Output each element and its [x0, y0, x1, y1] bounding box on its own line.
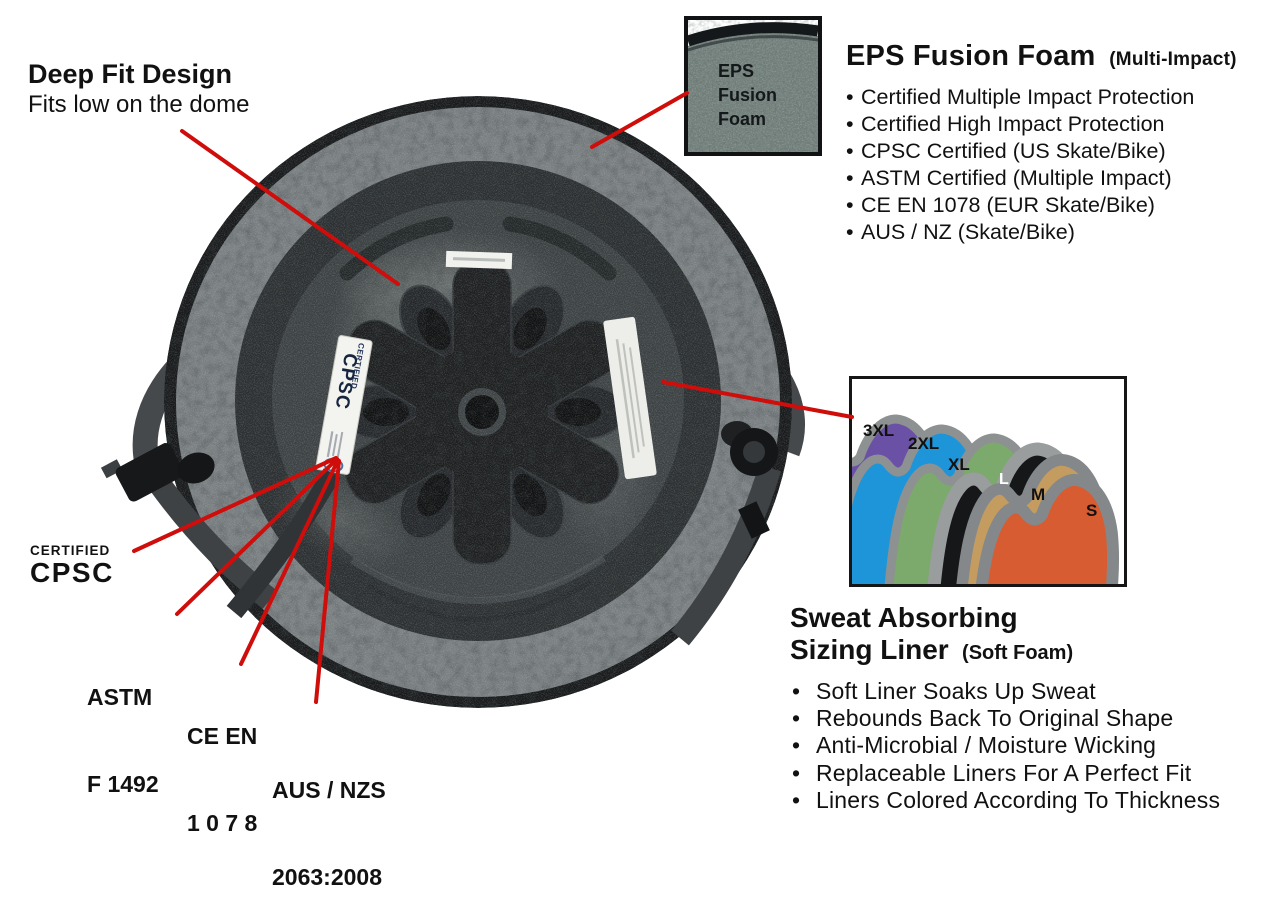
- sizing-liner-photo: 3XL 2XL XL L M S: [849, 376, 1127, 587]
- deep-fit-subtitle: Fits low on the dome: [28, 91, 250, 118]
- liner-size-label-s: S: [1086, 501, 1097, 520]
- deep-fit-callout: Deep Fit Design Fits low on the dome: [28, 58, 249, 120]
- list-item: •Rebounds Back To Original Shape: [792, 705, 1174, 732]
- infographic-page: { "bullet": "•", "colors": { "leader_red…: [28, 16, 1266, 890]
- list-item: •Liners Colored According To Thickness: [792, 786, 1221, 813]
- list-item: •CE EN 1078 (EUR Skate/Bike): [846, 193, 1155, 217]
- deep-fit-title: Deep Fit Design: [28, 59, 233, 89]
- sweat-bullet-list: •Soft Liner Soaks Up Sweat •Rebounds Bac…: [790, 678, 1260, 814]
- inset-shell-edge: [688, 22, 818, 47]
- liner-size-label-2xl: 2XL: [908, 434, 939, 453]
- certification-label-aus-nzs: AUS / NZS 2063:2008: [272, 777, 386, 890]
- eps-foam-inset-photo: EPS Fusion Foam: [684, 16, 822, 156]
- speckle-texture-light: [164, 96, 792, 708]
- liner-size-label-l: L: [999, 471, 1009, 488]
- helmet-interior-illustration: CERTIFIED CPSC: [100, 96, 805, 708]
- certification-label-astm: ASTM F 1492: [87, 684, 159, 797]
- eps-foam-section: EPS Fusion Foam (Multi-Impact) •Certifie…: [846, 40, 1266, 246]
- strap-buckle-right-center: [743, 441, 765, 463]
- liner-size-label-m: M: [1031, 485, 1045, 504]
- sweat-title-suffix: (Soft Foam): [962, 642, 1074, 664]
- list-item: •ASTM Certified (Multiple Impact): [846, 166, 1172, 190]
- list-item: •AUS / NZ (Skate/Bike): [846, 220, 1075, 244]
- eps-section-title: EPS Fusion Foam: [846, 40, 1096, 72]
- liner-s: [975, 473, 1120, 584]
- list-item: •CPSC Certified (US Skate/Bike): [846, 139, 1166, 163]
- certification-label-ceen: CE EN 1 0 7 8: [187, 723, 258, 836]
- eps-section-title-suffix: (Multi-Impact): [1109, 49, 1237, 70]
- list-item: •Anti-Microbial / Moisture Wicking: [792, 732, 1157, 759]
- list-item: •Soft Liner Soaks Up Sweat: [792, 678, 1096, 704]
- eps-bullet-list: •Certified Multiple Impact Protection •C…: [846, 84, 1266, 246]
- sweat-title-line1: Sweat Absorbing: [790, 602, 1018, 633]
- top-label-sticker: [445, 250, 513, 270]
- right-label-sticker: [603, 316, 657, 480]
- list-item: •Certified High Impact Protection: [846, 112, 1165, 136]
- sweat-liner-section: Sweat Absorbing Sizing Liner (Soft Foam)…: [790, 602, 1260, 814]
- inset-text-line2: Fusion: [718, 85, 777, 105]
- list-item: •Replaceable Liners For A Perfect Fit: [792, 759, 1192, 786]
- strap-tab-right: [738, 501, 770, 539]
- liner-stack: [852, 414, 1120, 584]
- sweat-title-line2: Sizing Liner: [790, 634, 949, 665]
- inset-text-line3: Foam: [718, 109, 766, 129]
- list-item: •Certified Multiple Impact Protection: [846, 85, 1195, 109]
- liner-size-label-xl: XL: [948, 455, 970, 474]
- liner-size-label-3xl: 3XL: [863, 421, 894, 440]
- chin-strap-right-lower: [671, 464, 781, 646]
- certification-label-cpsc: CERTIFIED CPSC: [30, 543, 114, 588]
- inset-text-line1: EPS: [718, 61, 754, 81]
